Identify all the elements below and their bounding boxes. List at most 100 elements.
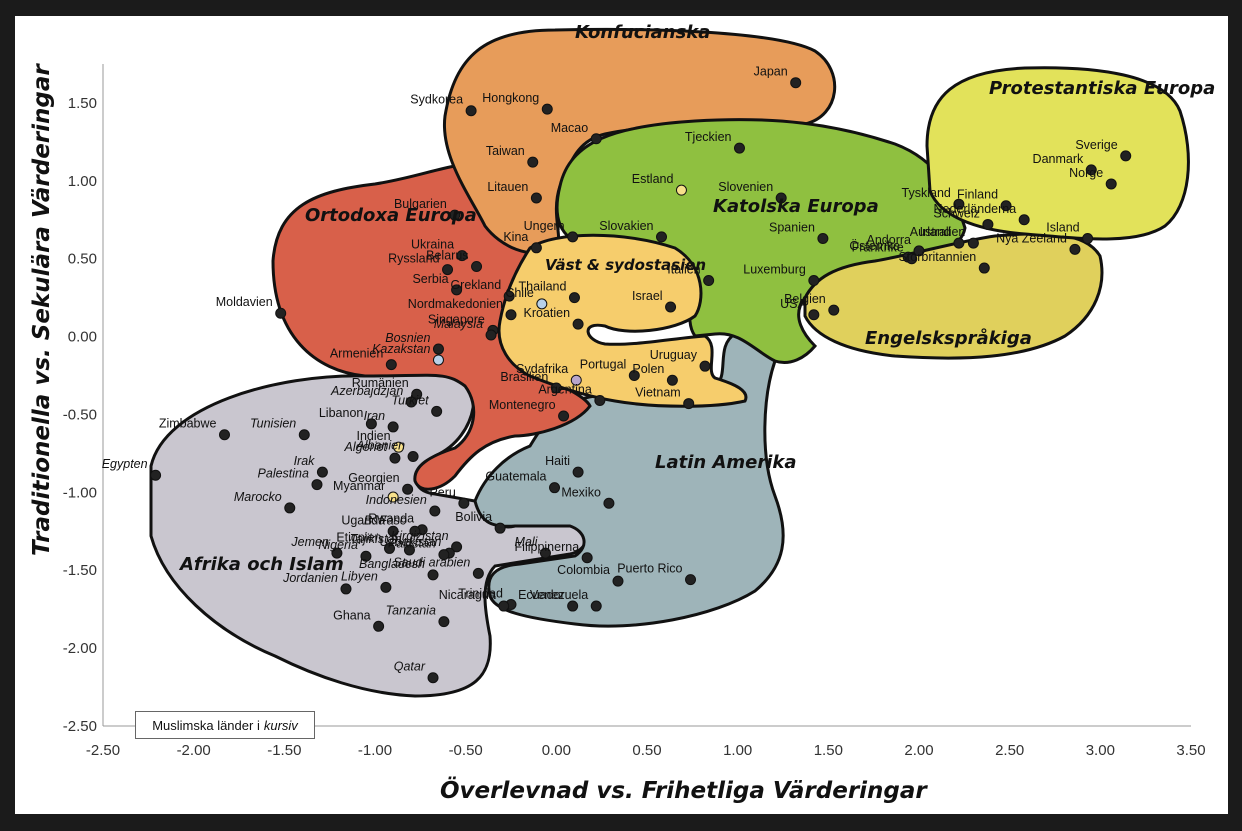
region-label-ortodoxa: Ortodoxa Europa: [305, 205, 477, 226]
data-point: [471, 260, 483, 272]
point-label: Belgien: [784, 292, 826, 306]
point-label: Libyen: [341, 569, 378, 583]
data-point: [703, 275, 715, 287]
y-tick-label: -2.00: [63, 640, 97, 657]
data-point: [438, 549, 450, 561]
data-point: [541, 103, 553, 115]
x-tick-label: 0.50: [632, 742, 661, 759]
point-label: Egypten: [102, 457, 148, 471]
point-label: Ungern: [524, 219, 565, 233]
point-label: Thailand: [519, 280, 567, 294]
y-tick-labels: 1.501.000.500.00-0.50-1.00-1.50-2.00-2.5…: [63, 95, 97, 735]
point-label: Slovenien: [718, 180, 773, 194]
y-tick-label: -2.50: [63, 718, 97, 735]
point-label: Mali: [515, 535, 539, 549]
x-tick-label: -2.00: [177, 742, 211, 759]
data-point: [494, 522, 506, 534]
data-point: [385, 359, 397, 371]
x-tick-label: -2.50: [86, 742, 120, 759]
data-point: [1082, 232, 1094, 244]
region-engelsksprakiga: [803, 232, 1104, 360]
data-point: [407, 451, 419, 463]
region-labels: Konfucianska Protestantiska Europa Ortod…: [178, 22, 1215, 575]
data-point: [389, 452, 401, 464]
x-tick-label: 2.50: [995, 742, 1024, 759]
point-label: Kazakstan: [372, 342, 430, 356]
data-point: [427, 569, 439, 581]
x-tick-label: -0.50: [449, 742, 483, 759]
note-text: Muslimska länder i: [152, 717, 260, 733]
point-label: Zimbabwe: [159, 417, 217, 431]
data-point: [432, 354, 444, 366]
data-point: [570, 374, 582, 386]
point-label: Montenegro: [489, 398, 556, 412]
point-label: Palestina: [258, 467, 309, 481]
region-vast-sydostasien: [497, 233, 748, 408]
point-label: Indonesien: [366, 493, 427, 507]
data-point: [505, 309, 517, 321]
point-label: Peru: [429, 485, 455, 499]
point-label: Nicaragua: [439, 588, 496, 602]
point-label: Marocko: [234, 490, 282, 504]
data-point: [665, 301, 677, 313]
data-point: [790, 77, 802, 89]
point-label: Libanon: [319, 406, 364, 420]
data-point: [387, 491, 399, 503]
point-label: Singapore: [428, 312, 485, 326]
data-point: [906, 253, 918, 265]
y-tick-label: 1.50: [68, 95, 97, 112]
point-label: Jemen: [290, 535, 329, 549]
data-point: [699, 360, 711, 372]
point-label: Puerto Rico: [617, 562, 682, 576]
point-label: Taiwan: [486, 144, 525, 158]
data-point: [311, 479, 323, 491]
point-label: Azerbajdzjan: [330, 384, 403, 398]
point-label: Uruguay: [650, 348, 698, 362]
data-point: [536, 298, 548, 310]
data-point: [817, 232, 829, 244]
region-label-konfucianska: Konfucianska: [575, 22, 710, 43]
point-label: Etiopien: [336, 530, 381, 544]
point-label: Tjeckien: [685, 130, 732, 144]
data-point: [550, 382, 562, 394]
data-point: [572, 318, 584, 330]
x-axis-title: Överlevnad vs. Frihetliga Värderingar: [440, 776, 928, 804]
point-label: Australien: [910, 225, 966, 239]
point-label: Mexiko: [561, 485, 601, 499]
data-point: [1085, 164, 1097, 176]
data-point: [275, 307, 287, 319]
region-protestantiska-europa: [925, 66, 1190, 241]
point-label: B. Faso: [364, 513, 407, 527]
data-point: [431, 405, 443, 417]
data-point: [978, 262, 990, 274]
point-label: Danmark: [1033, 152, 1084, 166]
data-point: [567, 600, 579, 612]
point-label: Luxemburg: [743, 263, 806, 277]
data-point: [982, 218, 994, 230]
data-point: [316, 466, 328, 478]
point-label: Grekland: [450, 278, 501, 292]
point-label: Kina: [503, 230, 528, 244]
point-label: Algeriet: [344, 440, 388, 454]
point-label: Belarus: [426, 248, 468, 262]
y-tick-label: -1.50: [63, 562, 97, 579]
note-italic-word: kursiv: [263, 717, 298, 733]
data-point: [387, 421, 399, 433]
point-label: Tanzania: [386, 604, 436, 618]
point-label: Sydafrika: [516, 362, 568, 376]
data-point: [1018, 214, 1030, 226]
point-label: Tunisien: [250, 417, 296, 431]
point-label: Vietnam: [635, 386, 681, 400]
data-point: [913, 245, 925, 257]
data-point: [427, 672, 439, 684]
point-label: Armenien: [330, 347, 384, 361]
data-point: [485, 329, 497, 341]
point-label: Albanien: [355, 439, 405, 453]
data-point: [472, 567, 484, 579]
data-point: [1000, 200, 1012, 212]
data-point: [603, 497, 615, 509]
point-label: Sverige: [1075, 138, 1117, 152]
region-label-afrika-islam: Afrika och Islam: [178, 554, 344, 575]
data-point: [628, 370, 640, 382]
